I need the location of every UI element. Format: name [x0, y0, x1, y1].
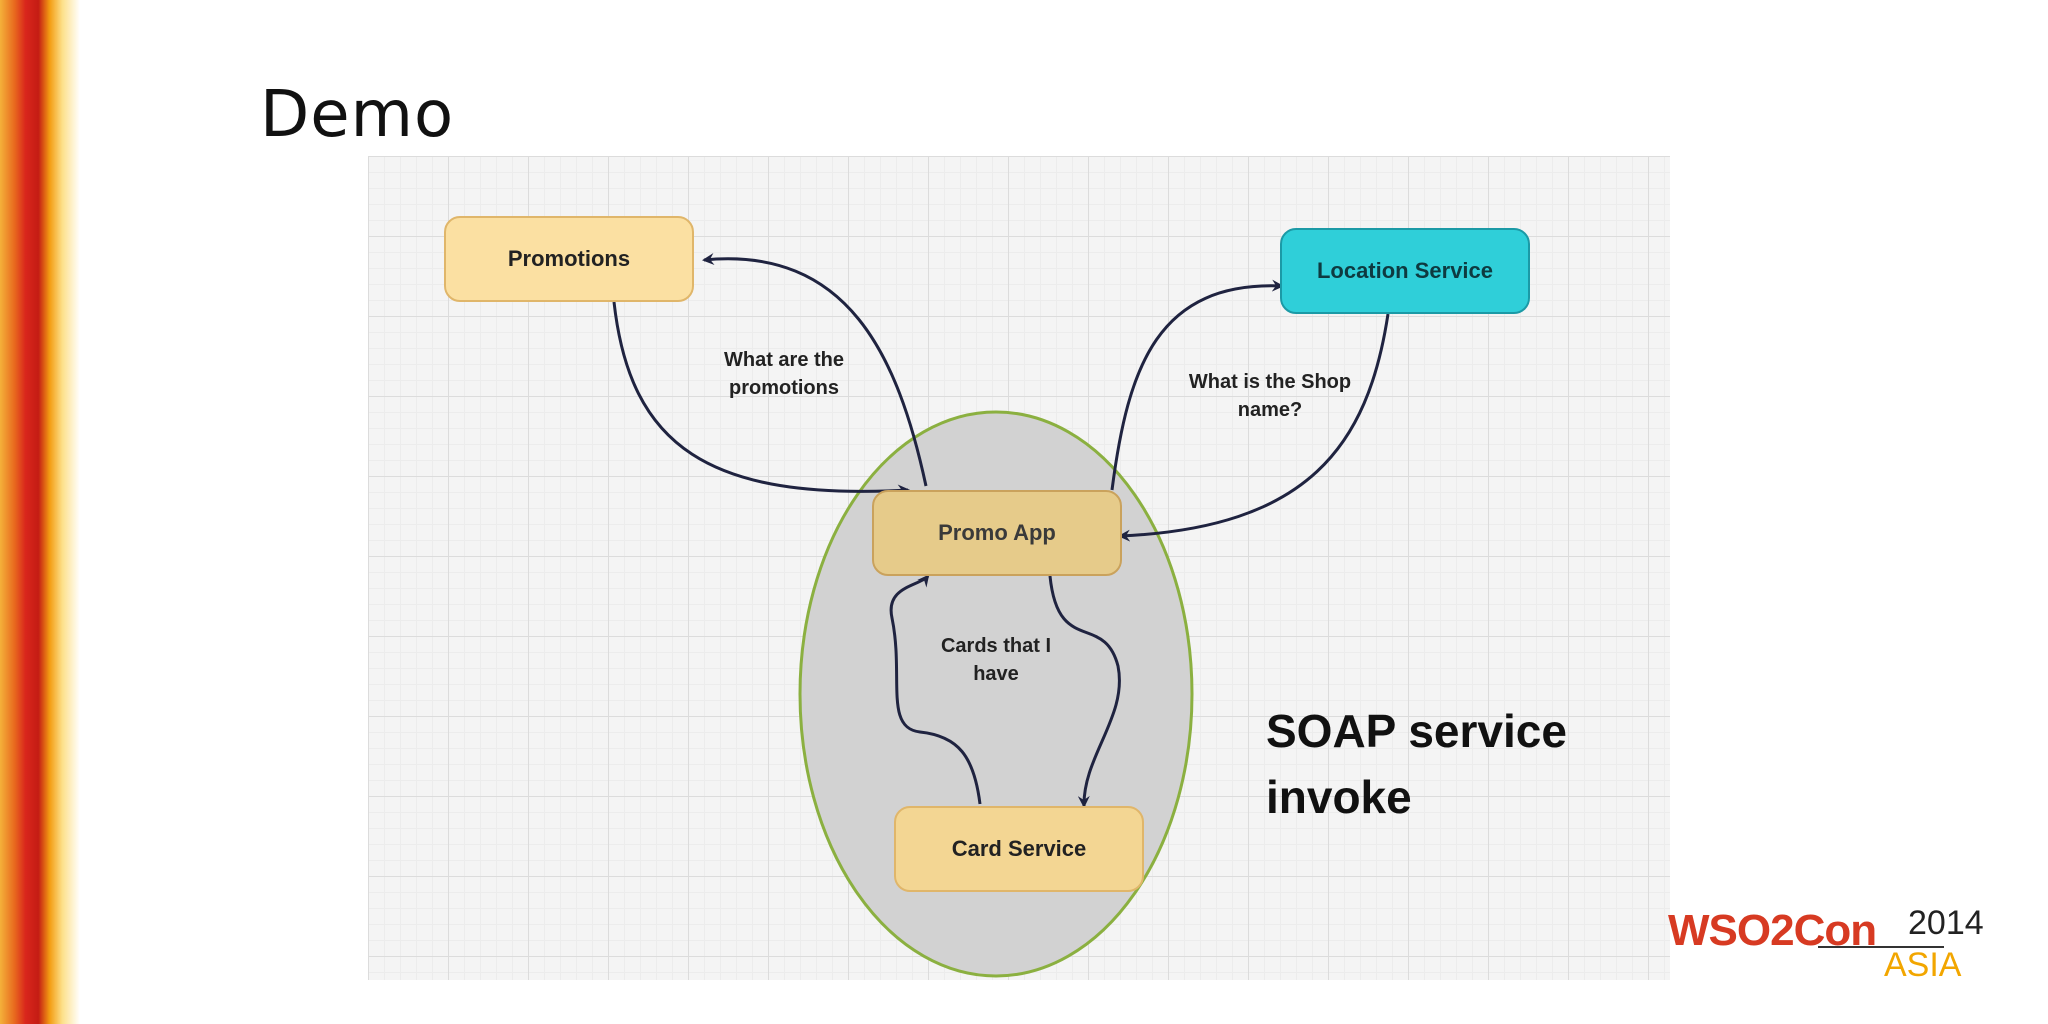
node-card-service: Card Service — [894, 806, 1144, 892]
arrow-promoapp-to-cardservice — [1048, 575, 1121, 808]
node-promotions-label: Promotions — [507, 246, 631, 271]
edge-label-shop-name-query-line-2: name? — [1237, 399, 1303, 421]
arrow-promoapp-to-location — [1110, 279, 1284, 491]
event-logo: WSO2Con 2014 ASIA — [1668, 900, 2008, 1000]
node-promotions: Promotions — [444, 216, 694, 302]
edge-label-cards-query-line-2: have — [973, 663, 1019, 685]
logo-brand: WSO2Con — [1668, 906, 1877, 955]
arrow-location-to-promoapp — [1118, 313, 1390, 542]
edge-label-cards-query: Cards that I have — [916, 632, 1076, 688]
edge-label-promotions-query-line-1: What are the — [723, 349, 845, 371]
node-card-service-label: Card Service — [951, 836, 1087, 861]
slide-decoration-stripe — [0, 0, 80, 1024]
soap-invoke-callout: SOAP service invoke — [1266, 698, 1646, 830]
arrow-promotions-to-promoapp — [612, 301, 910, 497]
logo-divider — [1818, 946, 1944, 948]
arrow-cardservice-to-promoapp — [889, 574, 982, 805]
node-promo-app: Promo App — [872, 490, 1122, 576]
edge-label-shop-name-query-line-1: What is the Shop — [1188, 371, 1352, 393]
node-promo-app-label: Promo App — [938, 520, 1056, 545]
logo-year: 2014 — [1908, 904, 1984, 942]
edge-label-promotions-query: What are the promotions — [674, 346, 894, 402]
edge-label-cards-query-line-1: Cards that I — [940, 635, 1052, 657]
edge-label-shop-name-query: What is the Shop name? — [1150, 368, 1390, 424]
slide-title: Demo — [260, 78, 455, 152]
architecture-diagram: Promotions Location Service Promo App Ca… — [368, 156, 1670, 980]
logo-region: ASIA — [1884, 946, 1962, 984]
callout-line-1: SOAP service — [1266, 705, 1567, 757]
node-location-service-label: Location Service — [1316, 258, 1494, 283]
edge-label-promotions-query-line-2: promotions — [729, 377, 839, 399]
arrow-promoapp-to-promotions — [702, 253, 928, 487]
node-location-service: Location Service — [1280, 228, 1530, 314]
callout-line-2: invoke — [1266, 771, 1412, 823]
